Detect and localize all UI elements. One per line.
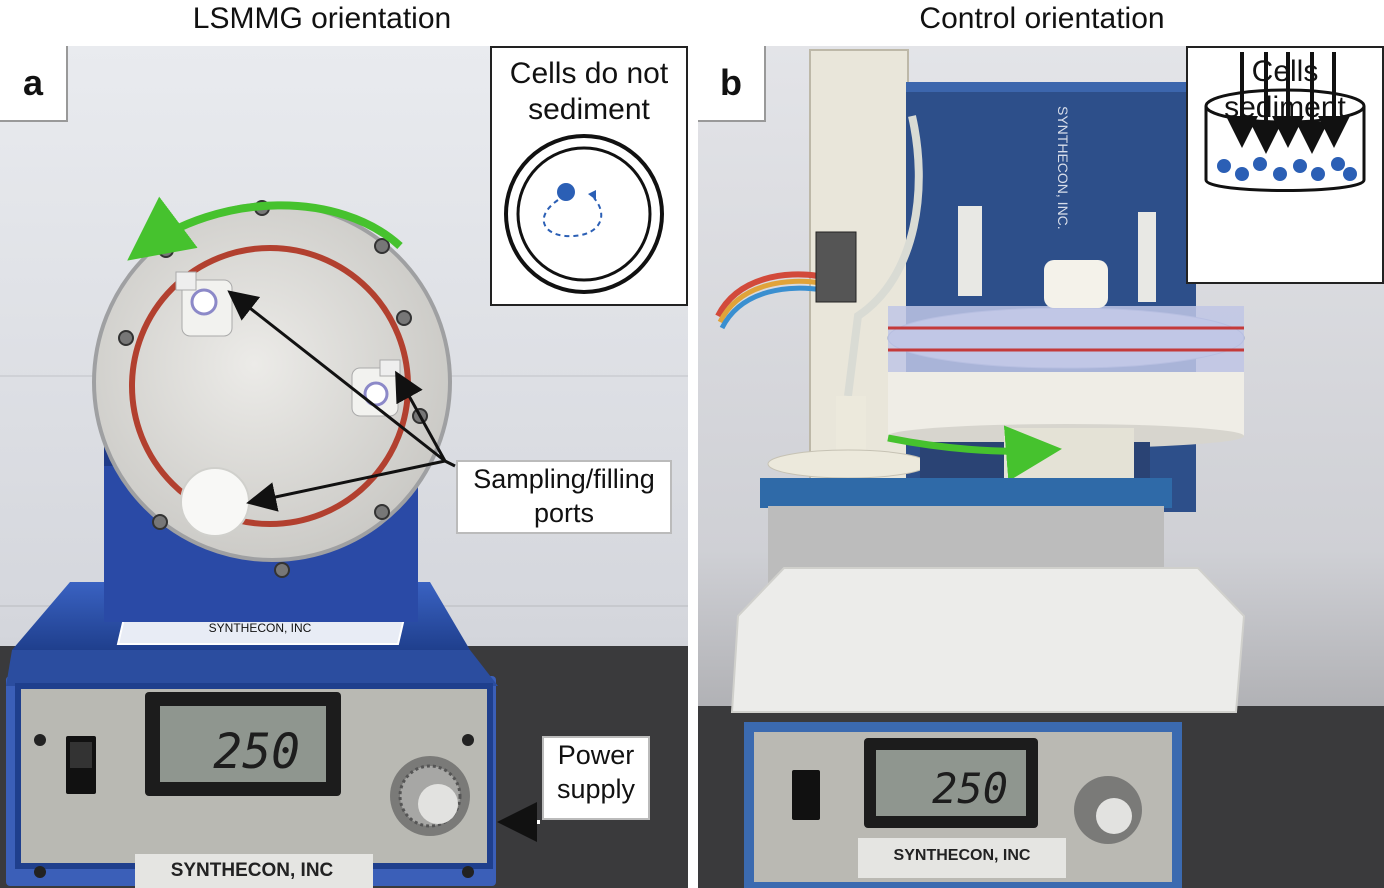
inset-a-text-2: sediment: [528, 93, 650, 126]
callout-power-supply: Power supply: [542, 736, 650, 820]
callout-sampling-filling-ports: Sampling/filling ports: [456, 460, 672, 534]
panel-a-photo: SYNTHECON, INC 250 SYNTHECON, INC: [0, 46, 688, 888]
brand-plate-b: SYNTHECON, INC: [894, 847, 1031, 864]
title-control-orientation: Control orientation: [919, 2, 1165, 35]
panel-b-letter: b: [698, 46, 766, 122]
speed-knob-a: [418, 784, 458, 824]
sampling-port-upper: [175, 271, 233, 337]
speed-knob-b: [1096, 798, 1132, 834]
inset-cells-do-not-sediment: Cells do not sediment: [490, 46, 688, 306]
brand-plate-a: SYNTHECON, INC: [171, 860, 334, 881]
callout-ports-line1: Sampling/filling: [473, 464, 655, 494]
rotation-arrow-b: [887, 425, 1062, 482]
title-lsmmg-orientation: LSMMG orientation: [192, 2, 452, 35]
power-switch-b: [792, 770, 820, 820]
rotation-arrow-a: [127, 196, 403, 261]
sedimentation-diagram: [1204, 52, 1366, 192]
back-plate-label: SYNTHECON, INC.: [1055, 106, 1071, 230]
rotating-vessel-diagram: [504, 134, 664, 294]
inset-a-text-1: Cells do not: [509, 57, 669, 90]
callout-ports-line2: ports: [533, 498, 595, 528]
inset-cells-sediment: Cells sediment: [1186, 46, 1384, 284]
lcd-display-b: 250: [932, 764, 1008, 813]
callout-power-line1: Power: [557, 740, 635, 770]
panel-a-letter: a: [0, 46, 68, 122]
top-plate-label: SYNTHECON, INC: [209, 621, 312, 635]
sampling-port-right: [351, 359, 401, 417]
cell-bead-icon: [557, 183, 575, 201]
filling-port-cap: [180, 467, 250, 537]
panel-b-photo: SYNTHECON, INC. 250: [698, 46, 1384, 888]
lcd-display-a: 250: [213, 724, 300, 780]
callout-power-line2: supply: [556, 774, 636, 804]
inset-b-text-1: Cells: [1251, 55, 1319, 88]
sedimented-cells-icon: [1217, 157, 1357, 181]
